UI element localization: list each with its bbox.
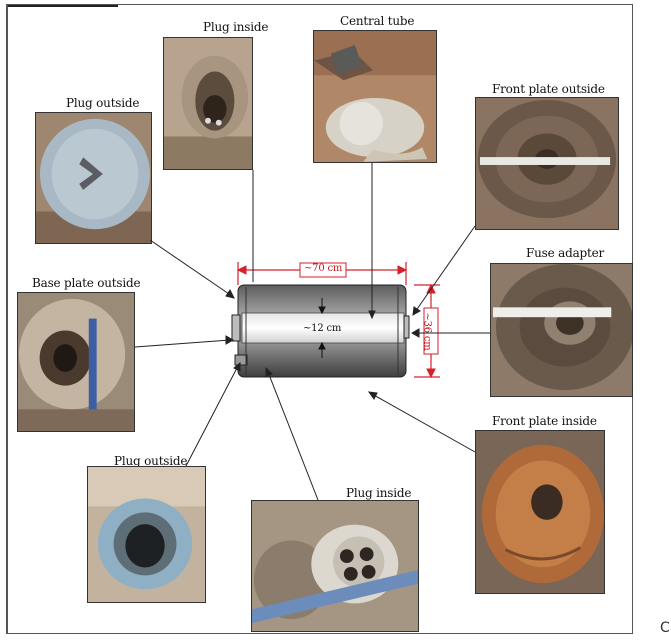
diameter-dimension-label: ~36 cm xyxy=(422,312,433,350)
tube-dimension-label: ~12 cm xyxy=(303,323,341,334)
length-dimension-label: ~70 cm xyxy=(304,263,342,274)
corner-mark: C xyxy=(660,620,670,636)
